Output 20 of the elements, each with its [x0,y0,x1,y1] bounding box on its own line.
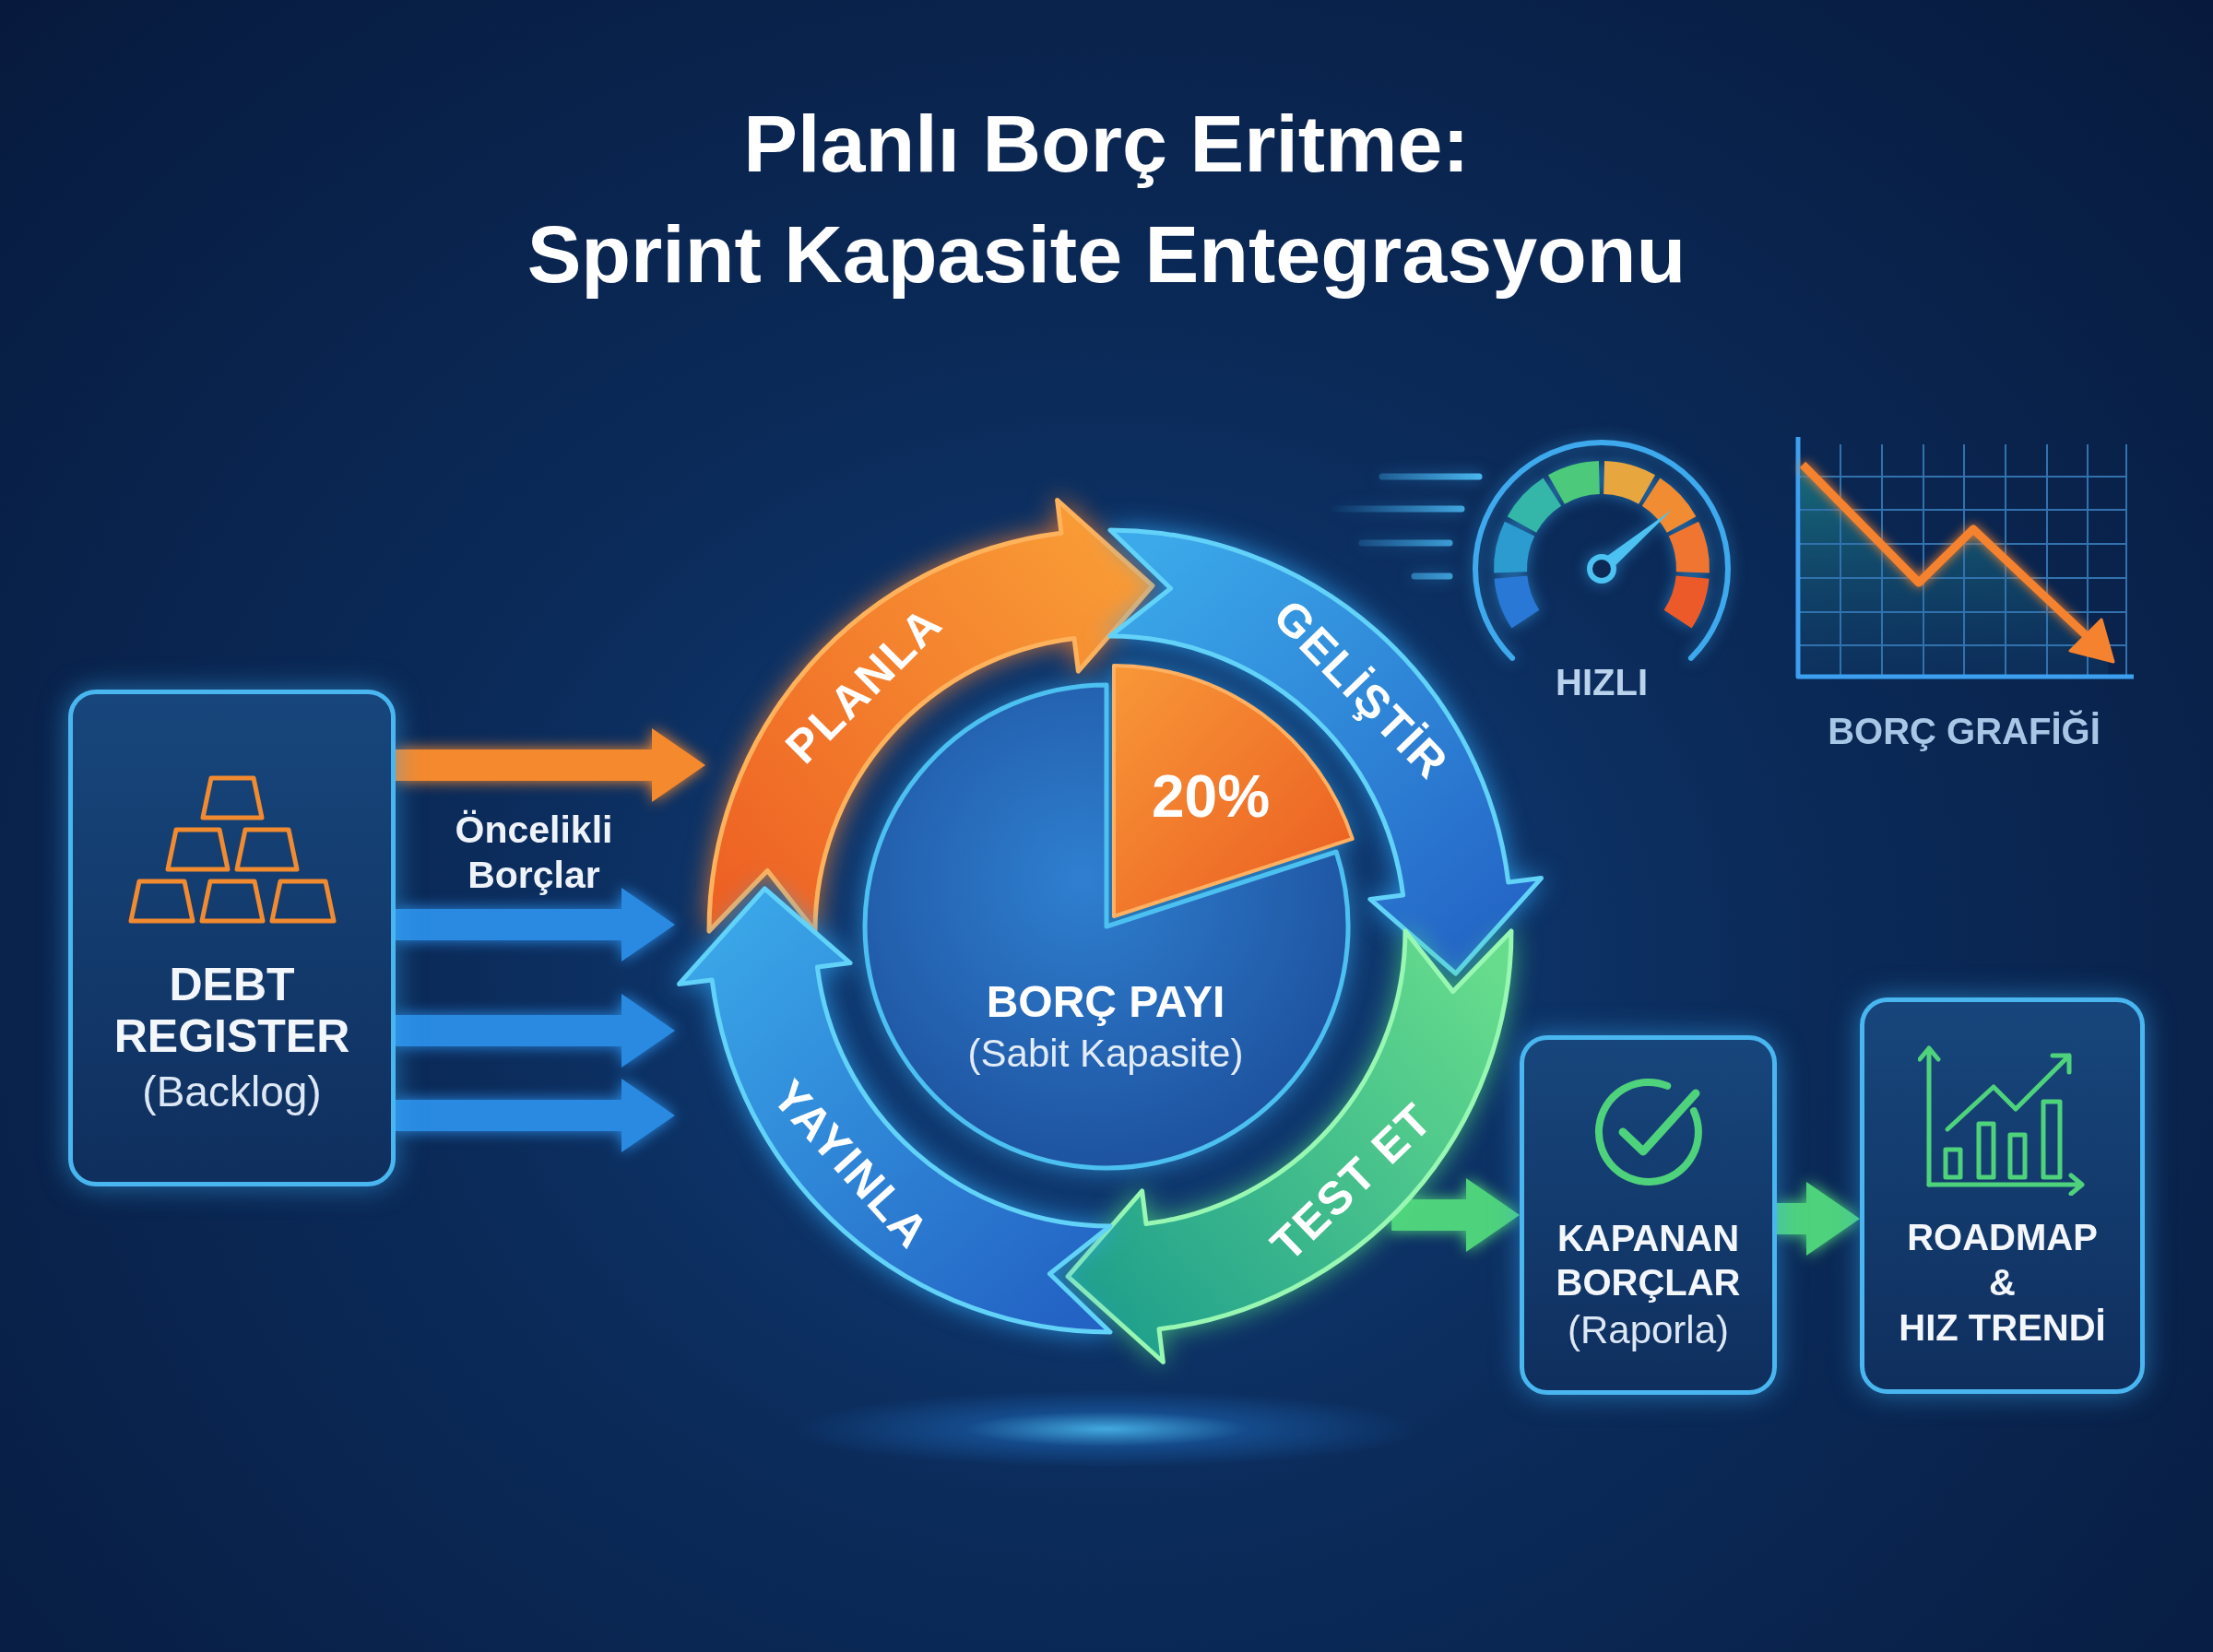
info-card [1860,997,2145,1394]
card-title: KAPANAN BORÇLAR [1555,1217,1742,1304]
pie-title: BORÇ PAYI [986,980,1225,1024]
arrow [1391,1178,1520,1252]
arrow [396,888,675,962]
arrow [1777,1182,1860,1256]
cycle-segment [1106,526,1545,978]
info-card [1520,1035,1777,1395]
title: Planlı Borç Eritme: Sprint Kapasite Entegrasyonu [527,97,1686,301]
pie-subtitle: (Sabit Kapasite) [967,1034,1244,1073]
arrow [396,994,675,1068]
info-card [68,690,396,1186]
percent-label: 20% [1151,767,1271,826]
gauge-label: HIZLI [1556,664,1648,701]
arrow-caption: Öncelikli Borçlar [454,807,614,898]
card-title: DEBT REGISTER [112,959,351,1062]
card-title: ROADMAP & HIZ TRENDİ [1899,1216,2106,1350]
arrow [396,1079,675,1152]
card-subtitle: (Backlog) [142,1067,322,1117]
card-subtitle: (Raporla) [1567,1308,1730,1352]
